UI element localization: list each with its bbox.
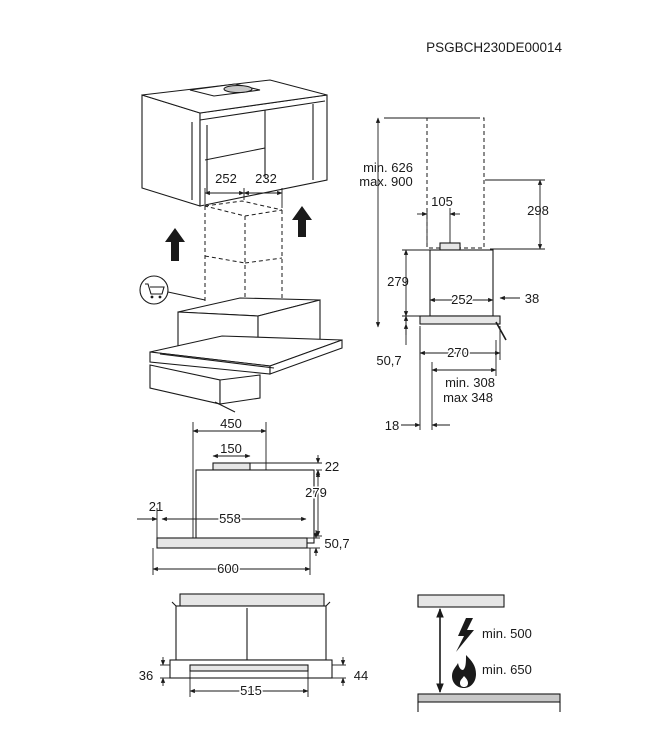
side-view: min. 626 max. 900 298 105 279 252 38 [359,117,549,433]
side-dim-50-7: 50,7 [376,353,401,368]
front-dim-279: 279 [305,485,327,500]
clearance-electric-label: min. 500 [482,626,532,641]
chimney-outline [204,200,283,308]
isometric-view: 252 232 [139,79,343,413]
side-height-min: min. 626 [363,160,413,175]
document-code: PSGBCH230DE00014 [426,40,562,55]
arrow-up-icon-left [165,228,185,261]
side-depth-max: max 348 [443,390,493,405]
side-dim-298: 298 [527,203,549,218]
side-depth-min: min. 308 [445,375,495,390]
bottom-dim-36: 36 [139,668,153,683]
front-dim-600: 600 [217,561,239,576]
side-dim-38: 38 [525,291,539,306]
bottom-dim-515: 515 [240,683,262,698]
bottom-dim-44: 44 [354,668,368,683]
side-dim-279: 279 [387,274,409,289]
wall-cabinet [141,79,328,207]
iso-dim-252: 252 [215,171,237,186]
side-height-max: max. 900 [359,174,412,189]
shopping-cart-icon [139,275,206,305]
arrow-up-icon-right [292,206,312,237]
front-dim-50-7: 50,7 [324,536,349,551]
front-dim-558: 558 [219,511,241,526]
side-dim-252: 252 [451,292,473,307]
side-dim-270: 270 [447,345,469,360]
side-dim-18: 18 [385,418,399,433]
bottom-view: 36 44 515 [139,593,368,700]
front-view: 450 150 22 279 21 558 50,7 [137,416,350,578]
iso-dim-232: 232 [255,171,277,186]
clearance-view: min. 500 min. 650 [417,594,561,712]
hood-body-iso [149,297,343,413]
clearance-gas-label: min. 650 [482,662,532,677]
front-dim-450: 450 [220,416,242,431]
flame-icon [452,655,476,688]
side-dim-105: 105 [431,194,453,209]
front-dim-21: 21 [149,499,163,514]
front-dim-150: 150 [220,441,242,456]
front-dim-22: 22 [325,459,339,474]
lightning-icon [456,618,474,652]
